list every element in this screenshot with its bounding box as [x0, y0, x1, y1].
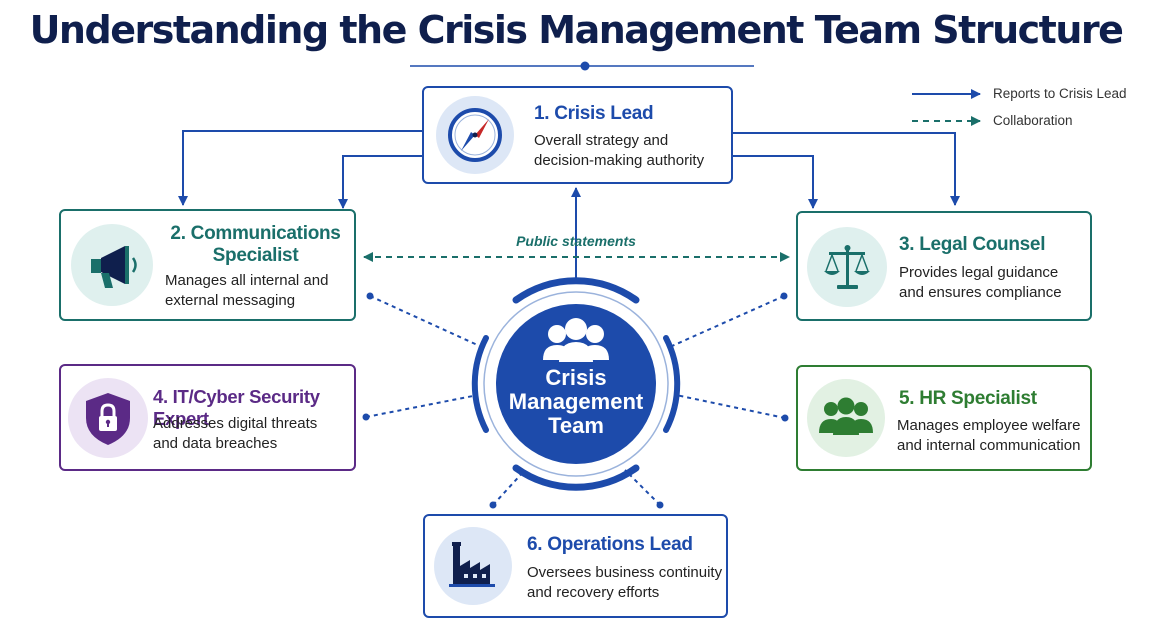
card-desc-line: Overall strategy and: [534, 132, 669, 149]
card-title: 5. HR Specialist: [899, 388, 1037, 409]
card-desc-line: decision-making authority: [534, 152, 705, 169]
card-hr-specialist[interactable]: 5. HR Specialist Manages employee welfar…: [796, 365, 1092, 471]
card-desc: Overall strategy and decision-making aut…: [534, 131, 704, 171]
legend-reports-label: Reports to Crisis Lead: [993, 86, 1127, 101]
team-icon: [543, 318, 609, 362]
card-title-line: Specialist: [212, 245, 299, 266]
card-title: 3. Legal Counsel: [899, 234, 1046, 255]
connector-lead-to-communications-inner: [338, 155, 422, 209]
card-desc-line: and data breaches: [153, 435, 278, 452]
hub-label: Crisis Management Team: [492, 366, 660, 438]
spoke-legal: [671, 292, 788, 347]
card-desc-line: external messaging: [165, 292, 296, 309]
card-crisis-lead[interactable]: 1. Crisis Lead Overall strategy and deci…: [422, 86, 733, 184]
card-legal-counsel[interactable]: 3. Legal Counsel Provides legal guidance…: [796, 211, 1092, 321]
hub-label-line: Crisis: [545, 365, 607, 390]
card-desc-line: Provides legal guidance: [899, 264, 1059, 281]
card-desc: Oversees business continuity and recover…: [527, 563, 722, 603]
spoke-it-security: [362, 394, 479, 421]
public-statements-label: Public statements: [516, 233, 636, 249]
card-title-line: 2. Communications: [170, 223, 341, 244]
card-desc: Manages employee welfare and internal co…: [897, 416, 1080, 456]
legend-collaboration-label: Collaboration: [993, 113, 1073, 128]
card-operations-lead[interactable]: 6. Operations Lead Oversees business con…: [423, 514, 728, 618]
hub-label-line: Management: [508, 389, 644, 414]
spoke-operations-right: [624, 469, 664, 509]
compass-icon: [436, 96, 514, 174]
card-desc-line: and internal communication: [897, 437, 1081, 454]
hub-label-line: Team: [548, 413, 604, 438]
card-communications-specialist[interactable]: 2. Communications Specialist Manages all…: [59, 209, 356, 321]
connector-lead-to-communications-outer: [178, 130, 422, 206]
card-desc-line: Oversees business continuity: [527, 564, 723, 581]
card-desc-line: Manages all internal and: [165, 272, 329, 289]
card-title: 4. IT/Cyber Security Expert: [153, 386, 320, 429]
hub-circle: [471, 277, 681, 491]
people-icon: [807, 379, 885, 457]
lock-shield-icon: [68, 378, 148, 458]
card-title: 2. Communications Specialist: [163, 223, 348, 267]
spoke-communications: [366, 292, 485, 349]
spoke-operations-left: [489, 469, 526, 509]
card-desc: Provides legal guidance and ensures comp…: [899, 263, 1062, 303]
card-desc-line: and recovery efforts: [527, 584, 660, 601]
card-it-cyber-security-expert[interactable]: 4. IT/Cyber Security Expert Addresses di…: [59, 364, 356, 471]
card-desc-line: and ensures compliance: [899, 284, 1062, 301]
diagram-title: Understanding the Crisis Management Team…: [29, 8, 1124, 52]
spoke-hr: [675, 394, 789, 422]
card-title: 1. Crisis Lead: [534, 103, 654, 124]
card-desc-line: Addresses digital threats: [153, 415, 318, 432]
connector-lead-to-legal-outer: [733, 132, 960, 206]
megaphone-icon: [71, 224, 153, 306]
title-rule: [410, 61, 754, 71]
card-desc: Addresses digital threats and data breac…: [153, 414, 317, 454]
factory-icon: [434, 527, 512, 605]
card-title: 6. Operations Lead: [527, 534, 693, 555]
connector-lead-to-legal-inner: [733, 155, 818, 209]
card-desc-line: Manages employee welfare: [897, 417, 1081, 434]
scales-icon: [807, 227, 887, 307]
card-desc: Manages all internal and external messag…: [165, 271, 328, 311]
